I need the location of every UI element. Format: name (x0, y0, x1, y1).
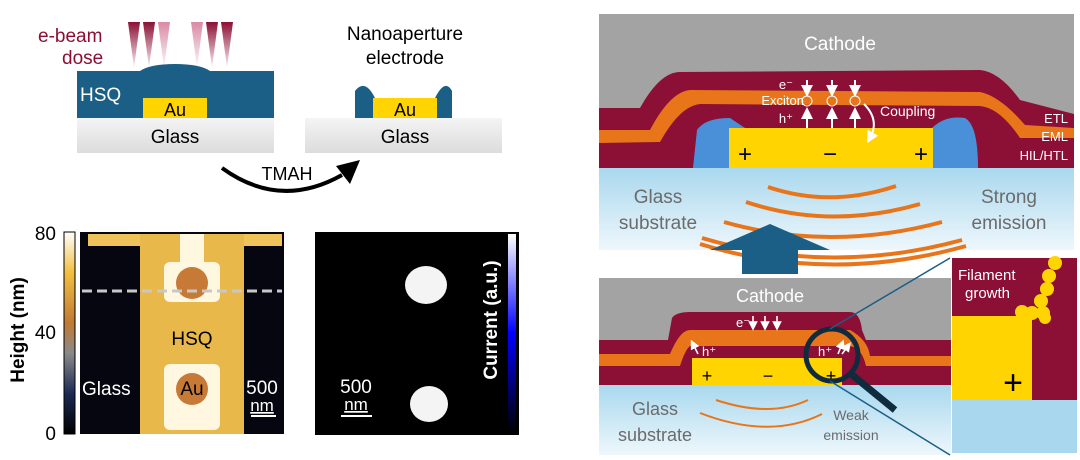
glass-label-right: Glass (381, 127, 430, 148)
exciton-icon (849, 95, 861, 107)
height-tick-40: 40 (35, 323, 56, 344)
afm-scale-unit: nm (250, 396, 274, 415)
afm-scale-value: 500 (246, 378, 278, 399)
exciton-icon (826, 95, 838, 107)
ebeam-label: e-beam (38, 26, 102, 47)
weak-emission-wave (715, 399, 809, 410)
glass-substrate-label-top-1: Glass (634, 187, 683, 208)
plus-left-bottom: + (702, 366, 713, 386)
filament-label-2: growth (965, 285, 1010, 302)
tmah-arrow (220, 166, 343, 193)
filament-label-1: Filament (958, 267, 1016, 284)
au-label-left: Au (164, 100, 186, 120)
au-map-label: Au (180, 379, 203, 400)
hsq-layer (77, 64, 274, 118)
magnifier-handle (848, 371, 898, 413)
plus-left-top: + (738, 141, 752, 168)
current-spot-top (405, 266, 447, 304)
strong-emission-waves (699, 184, 967, 267)
zoom-line-bottom (829, 380, 951, 456)
tmah-arrowhead (336, 160, 360, 184)
electron-label-bottom: e⁻ (736, 315, 750, 330)
magnifier-icon (803, 326, 861, 384)
hole-label-bottom-left: h⁺ (702, 344, 716, 359)
charge-arrows-top (801, 80, 861, 128)
filament-particles (1015, 256, 1062, 324)
au-electrode-bottom (692, 358, 842, 385)
hole-label-bottom-right: h⁺ (818, 344, 832, 359)
electrode-hsq-right (932, 117, 978, 168)
height-tick-0: 0 (45, 424, 56, 445)
minus-bottom: − (763, 366, 774, 386)
glass-substrate-right (305, 118, 502, 153)
plus-right-top: + (914, 141, 928, 168)
device-schematic-strong: Cathode + − + e⁻ Exciton h⁺ Coupling ETL… (599, 14, 1074, 274)
weak-emission-wave (699, 412, 823, 428)
strong-emission-label-2: emission (972, 213, 1047, 234)
bottom-eml-layer (599, 330, 951, 366)
glass-substrate-label-top-2: substrate (619, 213, 697, 234)
height-tick-80: 80 (35, 224, 56, 245)
inset-glass (952, 400, 1077, 453)
cathode-label-top: Cathode (804, 34, 876, 55)
filament-inset: Filament growth + (952, 256, 1077, 453)
au-dot-top (176, 267, 208, 299)
current-map: Current (a.u.) 500 nm (315, 232, 519, 435)
au-dot-bottom (176, 373, 208, 405)
au-label-right: Au (394, 100, 416, 120)
nanoaperture-label: Nanoaperture (347, 24, 463, 45)
ebeam-beams (128, 22, 233, 68)
plus-right-bottom: + (826, 366, 837, 386)
minus-top: − (823, 141, 837, 168)
current-spot-bottom (410, 386, 448, 422)
charge-arrows-bottom (690, 316, 851, 355)
etl-label: ETL (1044, 111, 1068, 126)
current-scale-unit: nm (344, 395, 368, 414)
glass-substrate-label-bottom-1: Glass (632, 399, 678, 419)
au-electrode-left (143, 98, 207, 118)
glass-substrate-label-bottom-2: substrate (618, 425, 692, 445)
coupling-arrow (863, 103, 879, 144)
weak-emission-label-1: Weak (833, 407, 870, 423)
exciton-label: Exciton (761, 93, 804, 108)
ebeam-process-schematic: e-beam dose HSQ Au Glass Nanoaperture el… (38, 22, 502, 193)
glass-map-label: Glass (82, 379, 131, 400)
glass-label-left: Glass (151, 127, 200, 148)
cathode-label-bottom: Cathode (736, 286, 804, 306)
tmah-label: TMAH (262, 164, 313, 184)
exciton-icon (801, 95, 813, 107)
dose-label: dose (62, 48, 103, 69)
current-axis-label: Current (a.u.) (481, 260, 502, 379)
au-electrode-right (373, 98, 437, 118)
current-colorbar (508, 234, 516, 432)
afm-height-map: Height (nm) 80 40 0 HSQ Glass Au 500 nm (8, 224, 284, 445)
hsq-label: HSQ (80, 85, 121, 106)
eml-layer (599, 90, 1074, 143)
height-axis-label: Height (nm) (8, 277, 29, 383)
current-scale-value: 500 (340, 377, 372, 398)
device-schematic-weak: Cathode + − + e⁻ h⁺ h⁺ Glass substrate W… (599, 257, 951, 456)
inset-au (952, 316, 1032, 400)
glass-substrate-left (77, 118, 274, 153)
hole-label-top: h⁺ (779, 111, 793, 126)
hsq-map-label: HSQ (171, 329, 212, 350)
height-colorbar (63, 231, 76, 435)
strong-emission-label-1: Strong (981, 187, 1037, 208)
au-electrode-top (729, 128, 933, 168)
electrode-label: electrode (366, 48, 444, 69)
eml-label: EML (1041, 129, 1068, 144)
electron-label-top: e⁻ (779, 77, 793, 92)
improvement-arrow (710, 224, 830, 274)
inset-plus: + (1003, 364, 1023, 402)
hil-htl-label: HIL/HTL (1020, 148, 1068, 163)
bottom-organic-stack (599, 312, 951, 385)
zoom-line-top (829, 257, 951, 330)
weak-emission-label-2: emission (823, 427, 878, 443)
coupling-label: Coupling (880, 103, 935, 119)
